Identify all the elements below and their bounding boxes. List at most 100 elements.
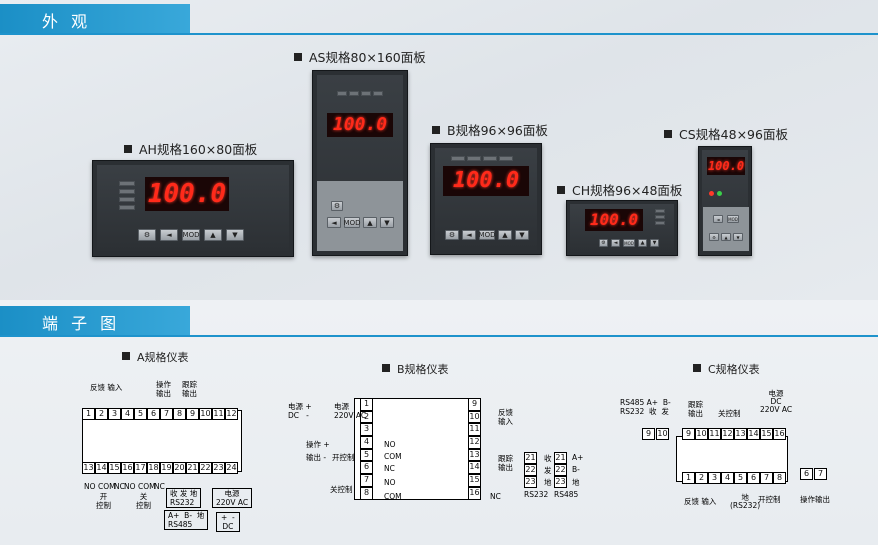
b-terminal-8: 8 (360, 486, 373, 500)
b-term-21a: 21 (524, 452, 537, 464)
b-terminal-15: 15 (468, 474, 481, 487)
c-term-9-left: 9 (642, 428, 655, 440)
b-mod-key[interactable]: MOD (478, 230, 496, 240)
b-terminal-14: 14 (468, 461, 481, 475)
b-up-key[interactable]: ▲ (498, 230, 512, 240)
as-down-key[interactable]: ▼ (380, 217, 394, 228)
ah-leds (119, 181, 135, 210)
c-terminal-5: 5 (734, 472, 747, 484)
as-up-key[interactable]: ▲ (363, 217, 377, 228)
a-power-ac: 电源 220V AC (212, 488, 253, 508)
a-terminal-11: 11 (212, 408, 225, 420)
ah-display: 100.0 (145, 177, 229, 211)
device-as: 100.0 ⚙ ◄ MOD ▲ ▼ (312, 70, 408, 256)
b-power-dc: 电源 + DC - (288, 402, 312, 420)
b-set-key[interactable]: ⚙ (445, 230, 459, 240)
label-ah: AH规格160×80面板 (124, 139, 257, 158)
a-terminal-8: 8 (173, 408, 186, 420)
b-terminal-5: 5 (360, 448, 373, 462)
c-terminal-4: 4 (721, 472, 734, 484)
a-terminal-16: 16 (121, 462, 134, 474)
label-ch: CH规格96×48面板 (557, 180, 682, 199)
diagram-c: RS485 A+ B- RS232 收 发 跟踪 输出 关控制 电源 DC 22… (620, 390, 840, 520)
a-track-out: 跟踪 输出 (182, 380, 197, 398)
b-body (354, 398, 474, 500)
b-display: 100.0 (443, 166, 529, 196)
c-terminal-13: 13 (734, 428, 747, 440)
b-open-ctrl: 开控制 (332, 453, 355, 462)
a-terminal-6: 6 (147, 408, 160, 420)
c-terminal-10: 10 (695, 428, 708, 440)
a-terminal-5: 5 (134, 408, 147, 420)
c-track: 跟踪 输出 (688, 400, 703, 418)
as-display: 100.0 (327, 113, 393, 137)
as-keys: ◄ MOD ▲ ▼ (327, 217, 394, 228)
cs-mod-key[interactable]: MOD (727, 215, 739, 223)
c-terminal-12: 12 (721, 428, 734, 440)
b-track: 跟踪 输出 (498, 454, 513, 472)
a-rs485: A+ B- 地 RS485 (164, 510, 209, 530)
appearance-banner: 外 观 (0, 4, 190, 34)
c-term-7: 7 (814, 468, 827, 480)
b-term-21b: 21 (554, 452, 567, 464)
a-close: 关 控制 (136, 492, 151, 510)
ah-mod-key[interactable]: MOD (182, 229, 200, 241)
a-dc: + - DC (216, 512, 240, 532)
b-keys: ⚙ ◄ MOD ▲ ▼ (445, 230, 529, 240)
c-terminal-7: 7 (760, 472, 773, 484)
a-terminal-10: 10 (199, 408, 212, 420)
cs-up-key[interactable]: ▲ (721, 233, 731, 241)
ch-up-key[interactable]: ▲ (638, 239, 647, 247)
b-com2: COM (384, 492, 402, 501)
b-term-22b: 22 (554, 464, 567, 476)
b-gnd: 地 (544, 478, 552, 487)
cs-left-key[interactable]: ◄ (713, 215, 723, 223)
b-leds (451, 156, 513, 161)
meter-label-c: C规格仪表 (693, 361, 760, 377)
appearance-rule (0, 33, 878, 35)
a-terminal-2: 2 (95, 408, 108, 420)
ch-leds (655, 209, 665, 225)
b-bm: B- (572, 465, 580, 474)
c-feedback: 反馈 输入 (684, 497, 717, 506)
a-terminal-9: 9 (186, 408, 199, 420)
cs-set-key[interactable]: ⚙ (709, 233, 719, 241)
ch-left-key[interactable]: ◄ (611, 239, 620, 247)
as-mod-key[interactable]: MOD (343, 217, 361, 228)
a-terminal-24: 24 (225, 462, 238, 474)
label-cs: CS规格48×96面板 (664, 124, 788, 143)
ch-down-key[interactable]: ▼ (650, 239, 659, 247)
a-nc2: NC (154, 482, 165, 491)
ch-mod-key[interactable]: MOD (623, 239, 635, 247)
device-cs: 100.0 ◄ MOD ⚙ ▲ ▼ (698, 146, 752, 256)
device-ch: 100.0 ⚙ ◄ MOD ▲ ▼ (566, 200, 678, 256)
ah-set-key[interactable]: ⚙ (138, 229, 156, 241)
ah-up-key[interactable]: ▲ (204, 229, 222, 241)
as-left-key[interactable]: ◄ (327, 217, 341, 228)
b-terminal-13: 13 (468, 448, 481, 462)
b-tx: 发 (544, 466, 552, 475)
b-terminal-12: 12 (468, 436, 481, 449)
ch-set-key[interactable]: ⚙ (599, 239, 608, 247)
device-b: 100.0 ⚙ ◄ MOD ▲ ▼ (430, 143, 542, 255)
b-nc3: NC (490, 492, 501, 501)
b-terminal-10: 10 (468, 410, 481, 424)
as-set-key[interactable]: ⚙ (331, 201, 343, 211)
b-left-key[interactable]: ◄ (462, 230, 476, 240)
c-term-10-left: 10 (656, 428, 669, 440)
a-op-out: 操作 输出 (156, 380, 171, 398)
b-rs485: RS485 (554, 490, 579, 499)
ah-down-key[interactable]: ▼ (226, 229, 244, 241)
b-terminal-7: 7 (360, 474, 373, 487)
ah-left-key[interactable]: ◄ (160, 229, 178, 241)
ch-keys: ⚙ ◄ MOD ▲ ▼ (599, 239, 659, 247)
c-terminal-15: 15 (760, 428, 773, 440)
b-close-ctrl: 关控制 (330, 485, 353, 494)
b-down-key[interactable]: ▼ (515, 230, 529, 240)
a-feedback: 反馈 输入 (90, 383, 123, 392)
cs-down-key[interactable]: ▼ (733, 233, 743, 241)
